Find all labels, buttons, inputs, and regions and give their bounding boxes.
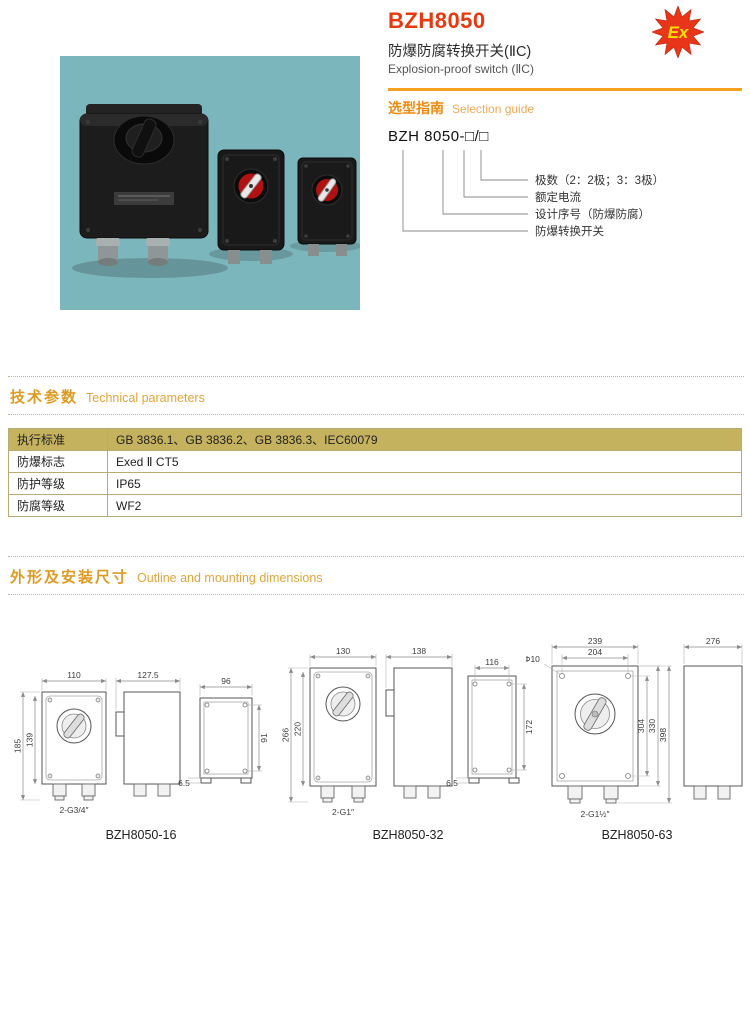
ex-label: Ex (668, 23, 689, 42)
dim-label: 330 (647, 719, 657, 733)
front-view: 130 266 220 2-G1″ (282, 646, 377, 817)
dim-label: 2-G1½″ (581, 809, 610, 819)
drawing-caption: BZH8050-32 (372, 828, 444, 842)
dim-label: 4-Φ10 (526, 654, 540, 664)
selection-guide-heading-en: Selection guide (452, 102, 535, 116)
dim-label: 6.5 (178, 778, 190, 788)
side-view: 276 (683, 636, 743, 800)
dim-label: 2-G1″ (332, 807, 354, 817)
page-title: BZH8050 (388, 8, 486, 33)
dim-label: 6.5 (446, 778, 458, 788)
dimensions-heading: 外形及安装尺寸 Outline and mounting dimensions (8, 556, 744, 595)
dim-label: 304 (636, 719, 646, 733)
param-value: IP65 (107, 472, 742, 495)
selection-guide-heading: 选型指南 Selection guide (388, 98, 534, 118)
dimensions-heading-en: Outline and mounting dimensions (137, 571, 323, 585)
dim-label: 138 (412, 646, 426, 656)
table-row: 防爆标志 Exed Ⅱ CT5 (8, 450, 742, 473)
param-value: WF2 (107, 494, 742, 517)
cable-gland (96, 238, 120, 266)
dim-label: 204 (588, 647, 602, 657)
selection-tree: 极数（2：2极；3：3极） 额定电流 设计序号（防爆防腐） 防爆转换开关 (402, 150, 664, 238)
switch-medium (217, 149, 285, 264)
table-row: 防护等级 IP65 (8, 472, 742, 495)
dim-label: 220 (293, 722, 303, 736)
drawing-caption: BZH8050-63 (601, 828, 673, 842)
dim-label: 116 (485, 657, 499, 667)
cable-gland (146, 238, 170, 266)
selection-label-current: 额定电流 (535, 190, 581, 204)
technical-parameters-heading-en: Technical parameters (86, 391, 205, 405)
selection-guide-heading-cn: 选型指南 (388, 100, 444, 116)
dimension-drawing-bzh8050-63: 239 204 4-Φ10 304 330 398 2-G1½″ 276 (526, 636, 743, 819)
title-chinese: 防爆防腐转换开关(ⅡC) (388, 44, 532, 60)
selection-label-series: 设计序号（防爆防腐） (535, 207, 650, 221)
param-label: 防爆标志 (8, 450, 108, 473)
param-label: 防护等级 (8, 472, 108, 495)
dim-label: 127.5 (137, 670, 159, 680)
ex-star-icon: Ex (651, 5, 705, 59)
table-row: 执行标准 GB 3836.1、GB 3836.2、GB 3836.3、IEC60… (8, 428, 742, 451)
switch-large (79, 104, 209, 266)
switch-small (297, 157, 357, 256)
front-view: 110 185 139 2-G3/4″ (13, 670, 107, 815)
dim-label: 239 (588, 636, 602, 646)
title-english: Explosion-proof switch (ⅡC) (388, 62, 534, 76)
drawing-caption: BZH8050-16 (105, 828, 177, 842)
header-divider (388, 88, 742, 91)
back-view: 116 172 6.5 (446, 657, 534, 788)
dim-label: 96 (221, 676, 231, 686)
param-value: Exed Ⅱ CT5 (107, 450, 742, 473)
param-label: 防腐等级 (8, 494, 108, 517)
front-view: 239 204 4-Φ10 304 330 398 2-G1½″ (526, 636, 672, 819)
model-code: BZH 8050-□/□ (388, 128, 489, 145)
dim-label: 266 (282, 728, 291, 742)
dim-label: 139 (25, 733, 35, 747)
dim-label: 172 (524, 720, 534, 734)
technical-parameters-heading: 技术参数 Technical parameters (8, 376, 744, 415)
technical-parameters-table: 执行标准 GB 3836.1、GB 3836.2、GB 3836.3、IEC60… (8, 428, 742, 517)
dim-label: 110 (67, 670, 81, 680)
dim-label: 276 (706, 636, 720, 646)
dim-label: 398 (658, 728, 668, 742)
ex-mark: Ex (651, 5, 705, 59)
dim-label: 185 (13, 739, 23, 753)
dimension-drawing-bzh8050-16: 110 185 139 2-G3/4″ 127.5 96 (13, 670, 270, 815)
side-view: 138 (385, 646, 453, 799)
side-view: 127.5 (115, 670, 181, 797)
product-photo (60, 56, 362, 310)
selection-label-type: 防爆转换开关 (535, 224, 604, 238)
param-value: GB 3836.1、GB 3836.2、GB 3836.3、IEC60079 (107, 428, 742, 451)
dim-label: 91 (259, 733, 269, 743)
product-photo-illustration (72, 104, 362, 278)
back-view: 96 91 6.5 (178, 676, 269, 788)
dimensions-heading-cn: 外形及安装尺寸 (10, 569, 130, 586)
dimension-drawing-bzh8050-32: 130 266 220 2-G1″ 138 116 (282, 646, 534, 817)
dim-label: 2-G3/4″ (60, 805, 89, 815)
dim-label: 130 (336, 646, 350, 656)
technical-parameters-heading-cn: 技术参数 (10, 389, 79, 406)
table-row: 防腐等级 WF2 (8, 494, 742, 517)
selection-label-poles: 极数（2：2极；3：3极） (535, 173, 664, 187)
param-label: 执行标准 (8, 428, 108, 451)
